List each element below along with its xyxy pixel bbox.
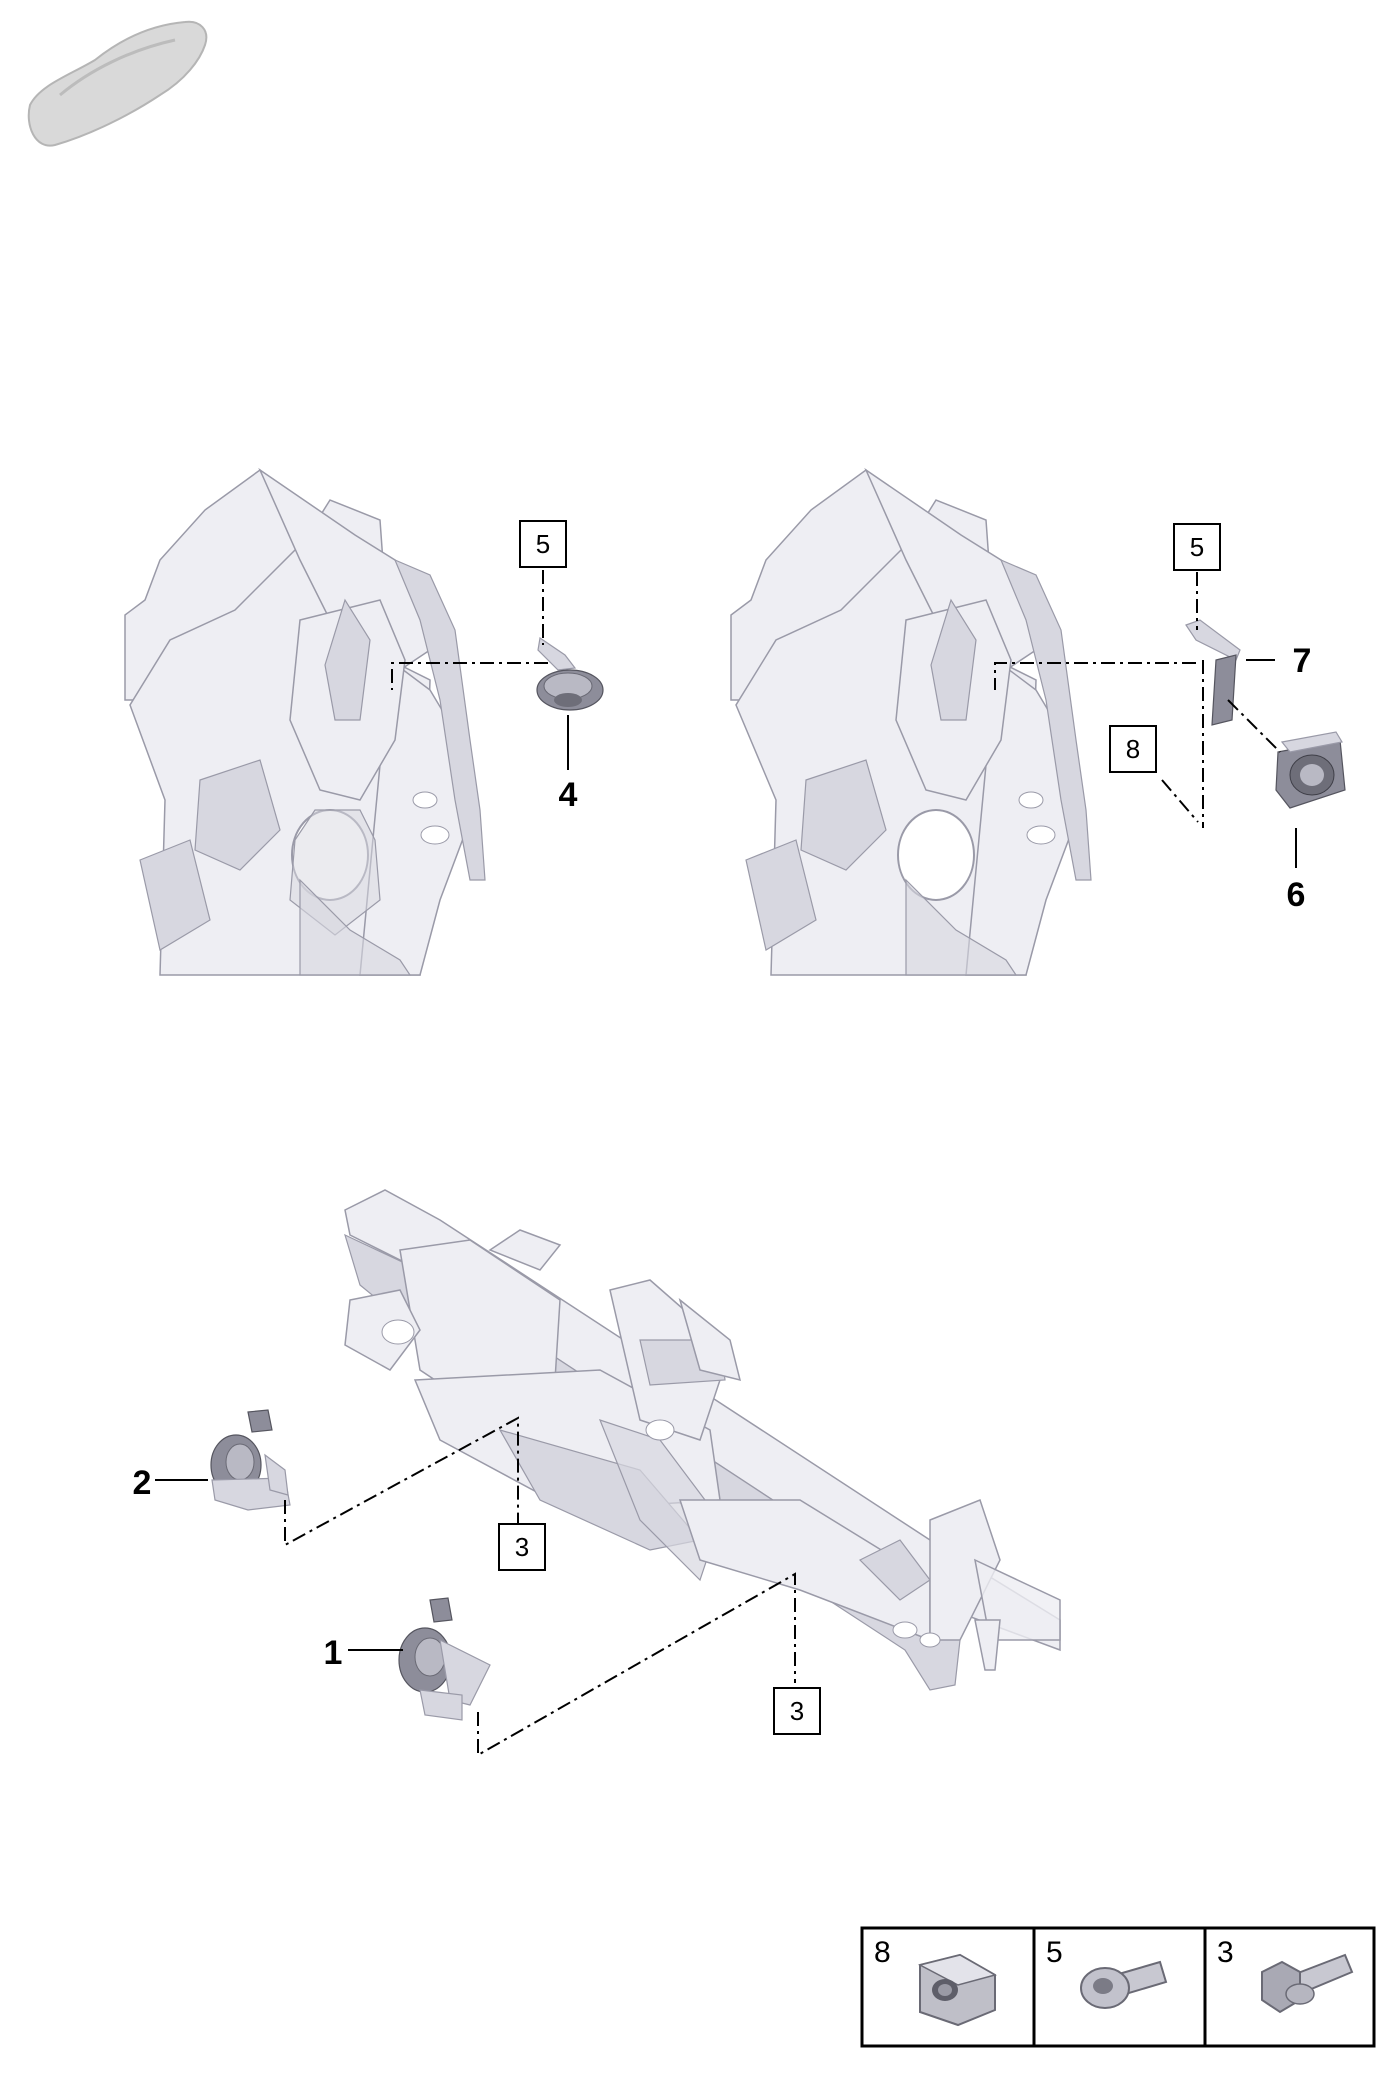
horn-part-1 [398, 1597, 491, 1721]
hex-bolt-icon [1261, 1953, 1354, 2014]
callout-box-8: 8 [1109, 725, 1157, 773]
leader-lines-top-left [391, 570, 569, 770]
callout-2-label: 2 [133, 1464, 152, 1502]
fastener-legend: 8 5 3 [860, 1926, 1376, 2048]
front-structure-right [730, 467, 1092, 976]
callout-box-3-lower: 3 [773, 1687, 821, 1735]
hex-nut-icon [917, 1953, 997, 2027]
callout-box-5-right: 5 [1173, 523, 1221, 571]
callout-4-label: 4 [559, 776, 578, 814]
callout-box-3-upper-label: 3 [515, 1532, 529, 1562]
horn-part-2 [210, 1409, 291, 1511]
crossmember-structure [344, 1189, 1061, 1691]
legend-8-number: 8 [874, 1936, 891, 1969]
callout-box-3-upper: 3 [498, 1523, 546, 1571]
legend-3-number: 3 [1217, 1936, 1234, 1969]
car-silhouette-icon [27, 20, 208, 147]
callout-6-label: 6 [1287, 876, 1306, 914]
callout-1-label: 1 [324, 1634, 343, 1672]
legend-5-number: 5 [1046, 1936, 1063, 1969]
leader-lines-top-right [994, 572, 1297, 868]
horn-part-4 [536, 636, 604, 711]
callout-box-3-lower-label: 3 [790, 1696, 804, 1726]
front-structure-left [124, 467, 486, 976]
callout-box-5-left-label: 5 [536, 529, 550, 559]
callout-7-label: 7 [1293, 642, 1312, 680]
bracket-part-7 [1185, 619, 1241, 726]
torx-bolt-icon [1080, 1960, 1168, 2009]
callout-box-8-label: 8 [1126, 734, 1140, 764]
leader-lines-bottom [155, 1416, 796, 1757]
horn-part-6 [1275, 731, 1346, 809]
callout-box-5-right-label: 5 [1190, 532, 1204, 562]
callout-box-5-left: 5 [519, 520, 567, 568]
